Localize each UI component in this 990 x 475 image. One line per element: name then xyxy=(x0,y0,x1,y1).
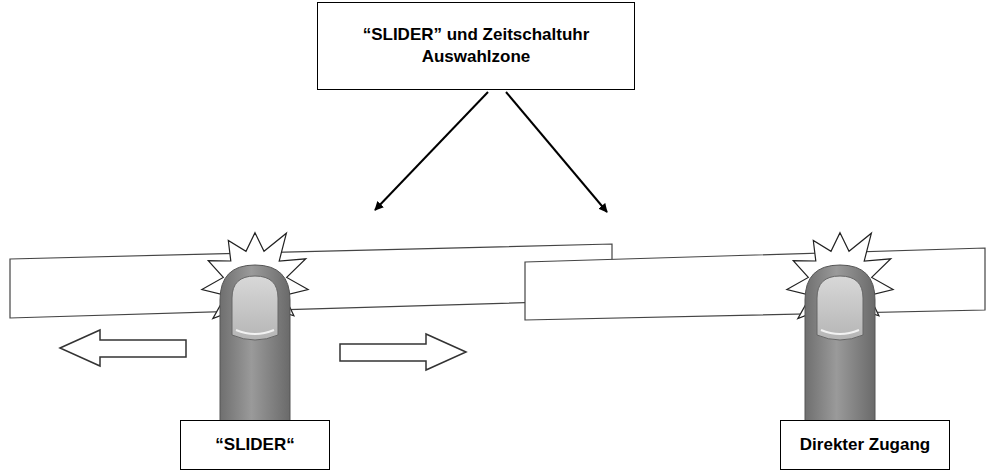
slide-arrow xyxy=(60,330,186,366)
mode-label-box: Direkter Zugang xyxy=(780,420,950,470)
slide-arrow xyxy=(340,334,466,370)
pointer-arrow xyxy=(375,92,488,210)
pointer-arrow xyxy=(506,92,607,212)
zone-title-box: “SLIDER” und Zeitschaltuhr Auswahlzone xyxy=(317,2,635,90)
box-label: “SLIDER” und Zeitschaltuhr Auswahlzone xyxy=(341,24,611,68)
finger xyxy=(805,265,875,430)
touch-strip xyxy=(10,244,612,318)
box-label: “SLIDER“ xyxy=(215,434,294,456)
box-label: Direkter Zugang xyxy=(800,434,930,456)
mode-label-box: “SLIDER“ xyxy=(180,420,330,470)
touch-strip xyxy=(525,248,985,320)
finger xyxy=(220,265,290,430)
